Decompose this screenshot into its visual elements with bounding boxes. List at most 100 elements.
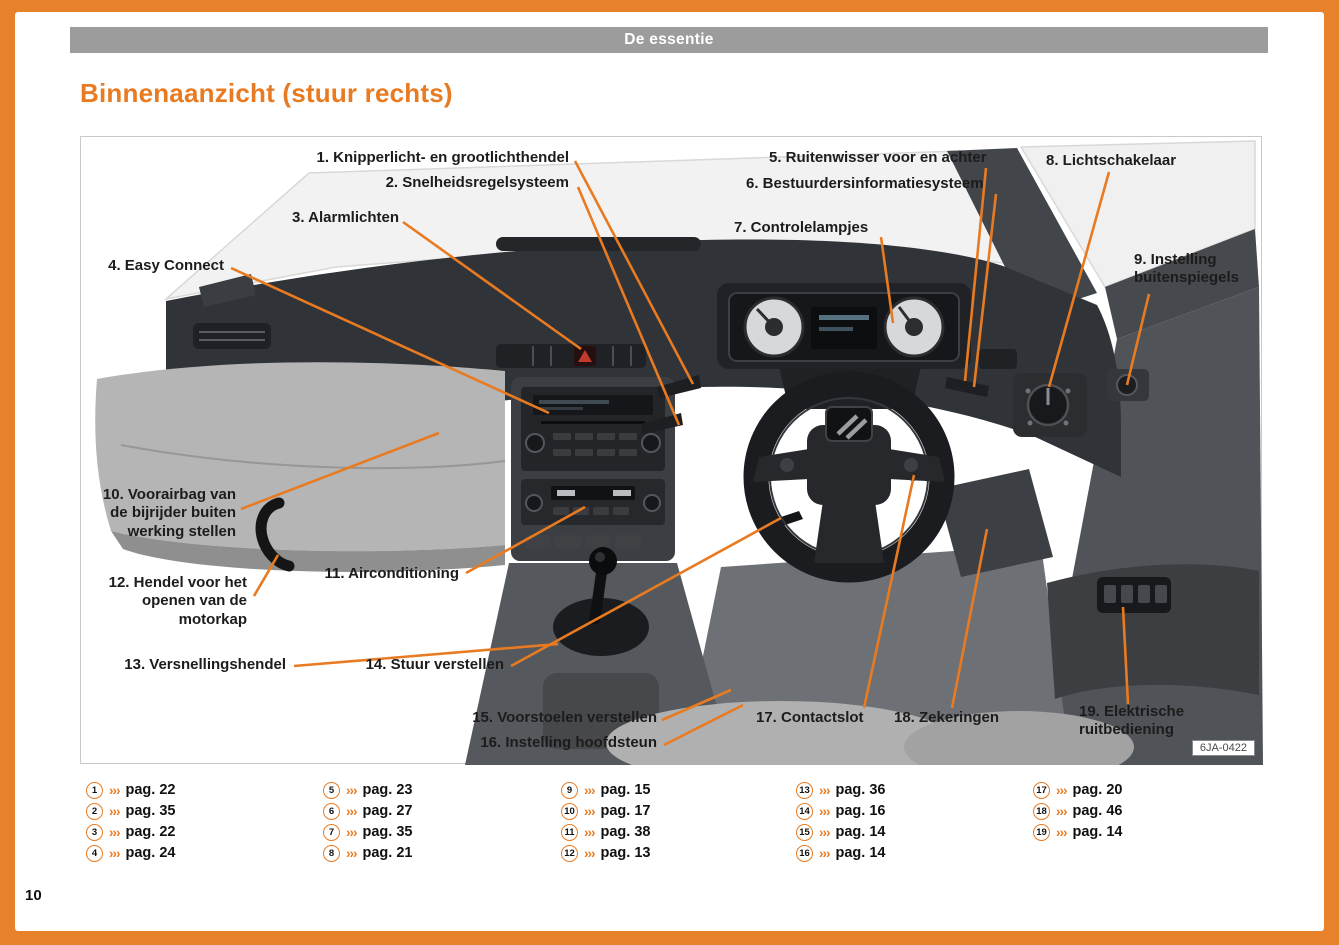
ref-column-5: 17›››pag. 20 18›››pag. 46 19›››pag. 14 (1033, 781, 1263, 862)
ref-column-3: 9›››pag. 15 10›››pag. 17 11›››pag. 38 12… (561, 781, 796, 862)
callout-label-7: 7. Controlelampjes (734, 219, 869, 236)
triple-chevron-icon: ››› (109, 824, 120, 840)
ref-page-label: pag. 24 (125, 845, 176, 861)
gear-lever-boot (553, 598, 649, 656)
ref-page-label: pag. 38 (600, 824, 651, 840)
center-vents (496, 344, 646, 368)
ref-page-label: pag. 14 (835, 824, 886, 840)
ref-number-badge: 1 (86, 781, 103, 799)
page-reference-16: 16 ››› pag. 14 (796, 844, 1033, 862)
ref-number-badge: 13 (796, 781, 813, 799)
chapter-header-bar: De essentie (70, 27, 1268, 53)
callout-label-18: 18. Zekeringen (894, 709, 1000, 726)
ref-page-label: pag. 35 (362, 824, 413, 840)
triple-chevron-icon: ››› (109, 782, 120, 798)
ref-page-label: pag. 14 (835, 845, 886, 861)
ref-number-badge: 6 (323, 802, 340, 820)
ref-number-badge: 17 (1033, 781, 1050, 799)
page-reference-5: 5 ››› pag. 23 (323, 781, 561, 799)
callout-label-1: 1. Knipperlicht- en grootlichthendel (316, 149, 569, 166)
page-reference-17: 17›››pag. 20 (1033, 781, 1263, 799)
ref-column-1: 1›››pag. 22 2›››pag. 35 3›››pag. 22 4›››… (86, 781, 323, 862)
triple-chevron-icon: ››› (584, 845, 595, 861)
callout-label-3: 3. Alarmlichten (292, 209, 399, 226)
ref-number-badge: 8 (323, 844, 340, 862)
callout-leader-lines (230, 160, 1151, 747)
triple-chevron-icon: ››› (819, 845, 830, 861)
page-reference-18: 18 ››› pag. 46 (1033, 802, 1263, 820)
hood-release-handle (255, 497, 295, 572)
triple-chevron-icon: ››› (1056, 824, 1067, 840)
ref-number-badge: 5 (323, 781, 340, 799)
page-reference-11: 11›››pag. 38 (561, 823, 796, 841)
callout-label-6: 6. Bestuurdersinformatiesysteem (746, 175, 984, 192)
triple-chevron-icon: ››› (346, 782, 357, 798)
triple-chevron-icon: ››› (584, 824, 595, 840)
page-title: Binnenaanzicht (stuur rechts) (80, 78, 453, 108)
ref-number-badge: 19 (1033, 823, 1050, 841)
triple-chevron-icon: ››› (346, 824, 357, 840)
page-number: 10 (25, 887, 42, 904)
callout-label-15: 15. Voorstoelen verstellen (472, 709, 657, 726)
triple-chevron-icon: ››› (584, 782, 595, 798)
ref-number-badge: 12 (561, 844, 578, 862)
callout-label-19: 19. Elektrische ruitbediening (1079, 703, 1185, 739)
triple-chevron-icon: ››› (1056, 803, 1067, 819)
triple-chevron-icon: ››› (819, 803, 830, 819)
page-reference-13: 13›››pag. 36 (796, 781, 1033, 799)
air-vent (193, 323, 271, 349)
triple-chevron-icon: ››› (584, 803, 595, 819)
wiper-stalk (945, 377, 989, 397)
triple-chevron-icon: ››› (109, 803, 120, 819)
page-reference-12: 12›››pag. 13 (561, 844, 796, 862)
ref-number-badge: 9 (561, 781, 578, 799)
dashboard-illustration (95, 140, 1263, 765)
figure-code: 6JA-0422 (1191, 740, 1255, 756)
ref-column-4: 13›››pag. 36 14›››pag. 16 15›››pag. 14 1… (796, 781, 1033, 862)
page-reference-15: 15 ››› pag. 14 (796, 823, 1033, 841)
dashboard-figure: 1. Knipperlicht- en grootlichthendel 2. … (80, 136, 1263, 765)
ref-number-badge: 16 (796, 844, 813, 862)
triple-chevron-icon: ››› (1056, 782, 1067, 798)
passenger-dash (95, 362, 505, 552)
ref-number-badge: 2 (86, 802, 103, 820)
callout-label-2: 2. Snelheidsregelsysteem (385, 174, 569, 191)
triple-chevron-icon: ››› (819, 824, 830, 840)
ref-page-label: pag. 27 (362, 803, 413, 819)
ref-number-badge: 14 (796, 802, 813, 820)
page-reference-19: 19 ››› pag. 14 (1033, 823, 1263, 841)
ref-page-label: pag. 22 (125, 782, 176, 798)
page-reference-9: 9›››pag. 15 (561, 781, 796, 799)
ref-number-badge: 4 (86, 844, 103, 862)
page-reference-2: 2›››pag. 35 (86, 802, 323, 820)
ref-number-badge: 3 (86, 823, 103, 841)
cruise-stalk (641, 413, 683, 434)
callout-label-10: 10. Voorairbag van de bijrijder buiten w… (102, 486, 236, 540)
manual-page: De essentie Binnenaanzicht (stuur rechts… (15, 12, 1324, 931)
front-seat (606, 701, 956, 765)
page-reference-4: 4›››pag. 24 (86, 844, 323, 862)
ref-number-badge: 18 (1033, 802, 1050, 820)
callout-label-5: 5. Ruitenwisser voor en achter (769, 149, 987, 166)
callout-label-14: 14. Stuur verstellen (365, 656, 504, 673)
callout-label-16: 16. Instelling hoofdsteun (480, 734, 657, 751)
ref-page-label: pag. 23 (362, 782, 413, 798)
triple-chevron-icon: ››› (346, 803, 357, 819)
page-reference-3: 3›››pag. 22 (86, 823, 323, 841)
triple-chevron-icon: ››› (346, 845, 357, 861)
chapter-title: De essentie (624, 31, 714, 48)
page-reference-6: 6 ››› pag. 27 (323, 802, 561, 820)
page-references: 1›››pag. 22 2›››pag. 35 3›››pag. 22 4›››… (86, 781, 1276, 862)
ref-number-badge: 7 (323, 823, 340, 841)
callout-label-13: 13. Versnellingshendel (124, 656, 286, 673)
callout-label-17: 17. Contactslot (756, 709, 864, 726)
ref-page-label: pag. 36 (835, 782, 886, 798)
ref-number-badge: 10 (561, 802, 578, 820)
page-reference-7: 7 ››› pag. 35 (323, 823, 561, 841)
ref-page-label: pag. 46 (1072, 803, 1123, 819)
callout-label-8: 8. Lichtschakelaar (1046, 152, 1177, 169)
fuse-panel (937, 469, 1053, 577)
ref-page-label: pag. 16 (835, 803, 886, 819)
ref-number-badge: 15 (796, 823, 813, 841)
ref-page-label: pag. 14 (1072, 824, 1123, 840)
